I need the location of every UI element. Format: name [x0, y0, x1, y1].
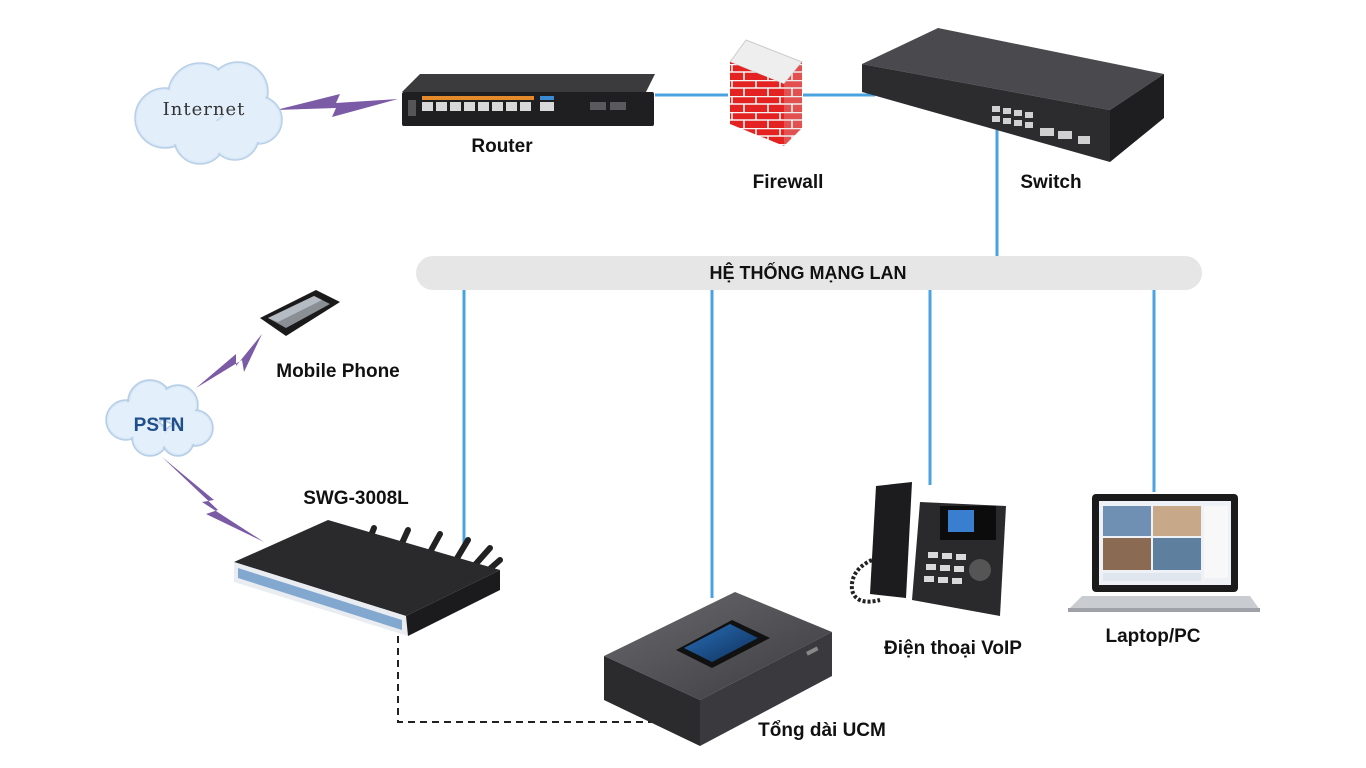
router-label: Router [471, 136, 533, 157]
ucm-label: Tổng dài UCM [758, 720, 886, 741]
switch-label: Switch [1020, 172, 1081, 193]
laptop-icon [1068, 494, 1260, 612]
voip-phone-label: Điện thoại VoIP [884, 638, 1022, 659]
lan-bus-label: HỆ THỐNG MẠNG LAN [710, 262, 907, 283]
gateway-icon [234, 520, 503, 636]
firewall-icon [729, 39, 803, 146]
ip-phone-icon [849, 482, 1006, 616]
gateway-label: SWG-3008L [303, 488, 409, 509]
cloud-icon [134, 61, 283, 165]
lightning-bolt-icon [276, 94, 398, 117]
lightning-bolt-icon [162, 457, 264, 542]
switch-icon [862, 28, 1164, 162]
router-icon [402, 74, 655, 126]
pbx-icon [604, 592, 832, 746]
lightning-bolt-icon [196, 334, 262, 388]
mobile-phone-label: Mobile Phone [276, 361, 400, 382]
smartphone-icon [260, 290, 340, 336]
lan-bus [416, 256, 1202, 290]
internet-cloud-label: Internet [163, 99, 246, 120]
laptop-label: Laptop/PC [1106, 626, 1201, 647]
cloud-icon [105, 379, 214, 457]
firewall-label: Firewall [753, 172, 824, 193]
link-gateway-ucm-dashed [397, 636, 668, 723]
lan-links [462, 93, 1156, 598]
pstn-cloud-label: PSTN [134, 415, 185, 436]
